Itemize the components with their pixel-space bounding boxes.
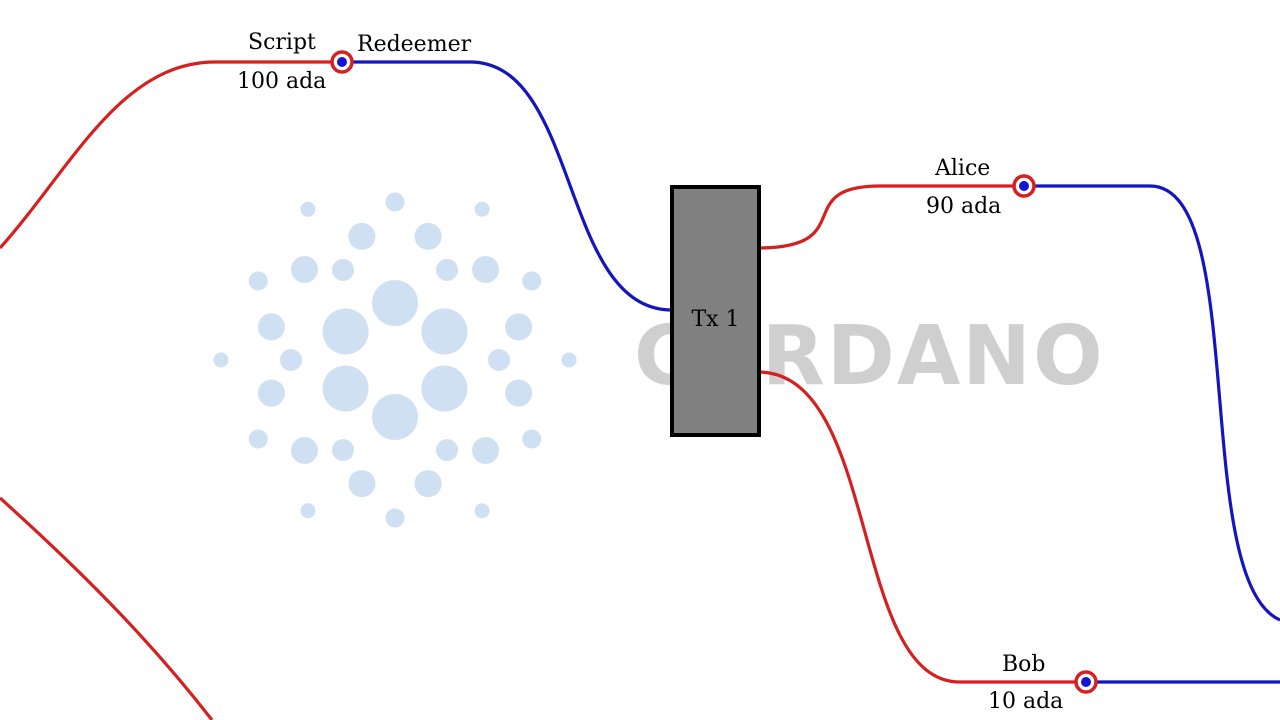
logo-dot — [474, 201, 490, 217]
logo-dot — [474, 503, 490, 519]
alice-owner-label: Alice — [935, 156, 991, 181]
logo-dot — [248, 429, 268, 449]
logo-dot — [385, 192, 405, 212]
logo-dot — [300, 201, 316, 217]
logo-dot — [332, 258, 354, 281]
script-amount-label: 100 ada — [237, 69, 327, 94]
logo-dot — [421, 308, 468, 355]
logo-dot — [421, 365, 468, 412]
logo-dot — [385, 508, 405, 528]
alice-amount-label: 90 ada — [926, 194, 1002, 219]
logo-dot — [488, 349, 510, 371]
logo-dot — [332, 439, 354, 462]
tx-to-alice-line — [757, 184, 1024, 250]
logo-dot — [257, 313, 285, 341]
redeemer-label: Redeemer — [357, 32, 472, 57]
redeemer-spend-line — [342, 60, 673, 312]
logo-dot — [522, 271, 542, 291]
logo-dot — [213, 352, 229, 368]
logo-dot — [472, 256, 499, 283]
incoming-left-upper-line — [0, 60, 342, 250]
bob-utxo-node[interactable] — [1074, 670, 1098, 694]
tx-to-bob-line — [757, 370, 1086, 684]
logo-dot — [322, 308, 369, 355]
logo-dot — [291, 256, 318, 283]
alice-spend-line — [1024, 184, 1280, 622]
logo-dot — [505, 379, 533, 407]
script-utxo-node[interactable] — [330, 50, 354, 74]
logo-dot — [436, 439, 458, 462]
logo-dot — [348, 222, 376, 250]
logo-dot — [280, 349, 302, 371]
logo-dot — [372, 394, 418, 440]
logo-dot — [505, 313, 533, 341]
logo-dot — [561, 352, 577, 368]
logo-dot — [414, 470, 442, 498]
logo-dot — [522, 429, 542, 449]
transaction-label: Tx 1 — [691, 307, 740, 332]
bob-owner-label: Bob — [1002, 652, 1046, 677]
logo-dot — [472, 437, 499, 464]
logo-dot — [348, 470, 376, 498]
logo-dot — [372, 280, 418, 326]
logo-dot — [257, 379, 285, 407]
logo-dot — [322, 365, 369, 412]
incoming-left-lower-line — [0, 496, 214, 720]
transaction-box[interactable]: Tx 1 — [670, 185, 761, 437]
alice-utxo-node[interactable] — [1012, 174, 1036, 198]
logo-dot — [414, 222, 442, 250]
logo-dot — [248, 271, 268, 291]
bob-amount-label: 10 ada — [988, 689, 1064, 714]
logo-dot — [291, 437, 318, 464]
logo-dot — [436, 258, 458, 281]
script-owner-label: Script — [248, 30, 316, 55]
logo-dot — [300, 503, 316, 519]
